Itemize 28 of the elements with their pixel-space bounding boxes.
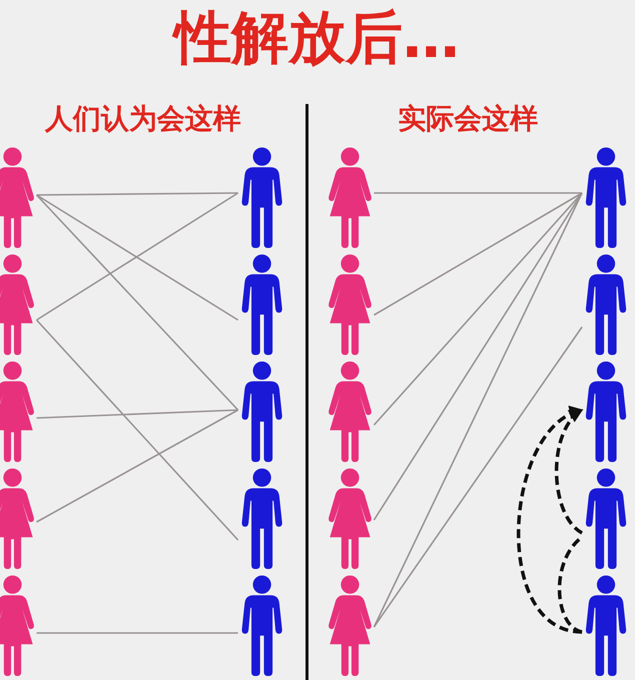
connector-line: [36, 194, 239, 411]
woman-icon: [0, 575, 37, 677]
connector-line: [373, 326, 583, 628]
dashed-arrow: [554, 408, 584, 534]
connector-line: [373, 192, 583, 520]
connector-line: [36, 409, 238, 419]
connector-line: [373, 192, 583, 628]
panel-heading: 人们认为会这样: [45, 103, 241, 136]
panel-heading: 实际会这样: [398, 103, 538, 136]
connector-line: [36, 319, 239, 541]
connector-line: [374, 192, 582, 194]
connector-line: [36, 192, 238, 196]
dashed-arrow: [516, 408, 584, 634]
dashed-line: [558, 536, 584, 634]
connector-line: [374, 192, 582, 316]
woman-icon: [326, 361, 374, 463]
connector-line: [36, 409, 238, 523]
woman-icon: [326, 147, 374, 249]
connector-line: [36, 632, 238, 634]
woman-icon: [326, 575, 374, 677]
connector-line: [373, 192, 583, 426]
woman-icon: [0, 254, 37, 356]
woman-icon: [326, 468, 374, 570]
woman-icon: [0, 147, 37, 249]
title: 性解放后…: [174, 6, 460, 72]
woman-icon: [0, 468, 37, 570]
woman-icon: [0, 361, 37, 463]
woman-icon: [326, 254, 374, 356]
